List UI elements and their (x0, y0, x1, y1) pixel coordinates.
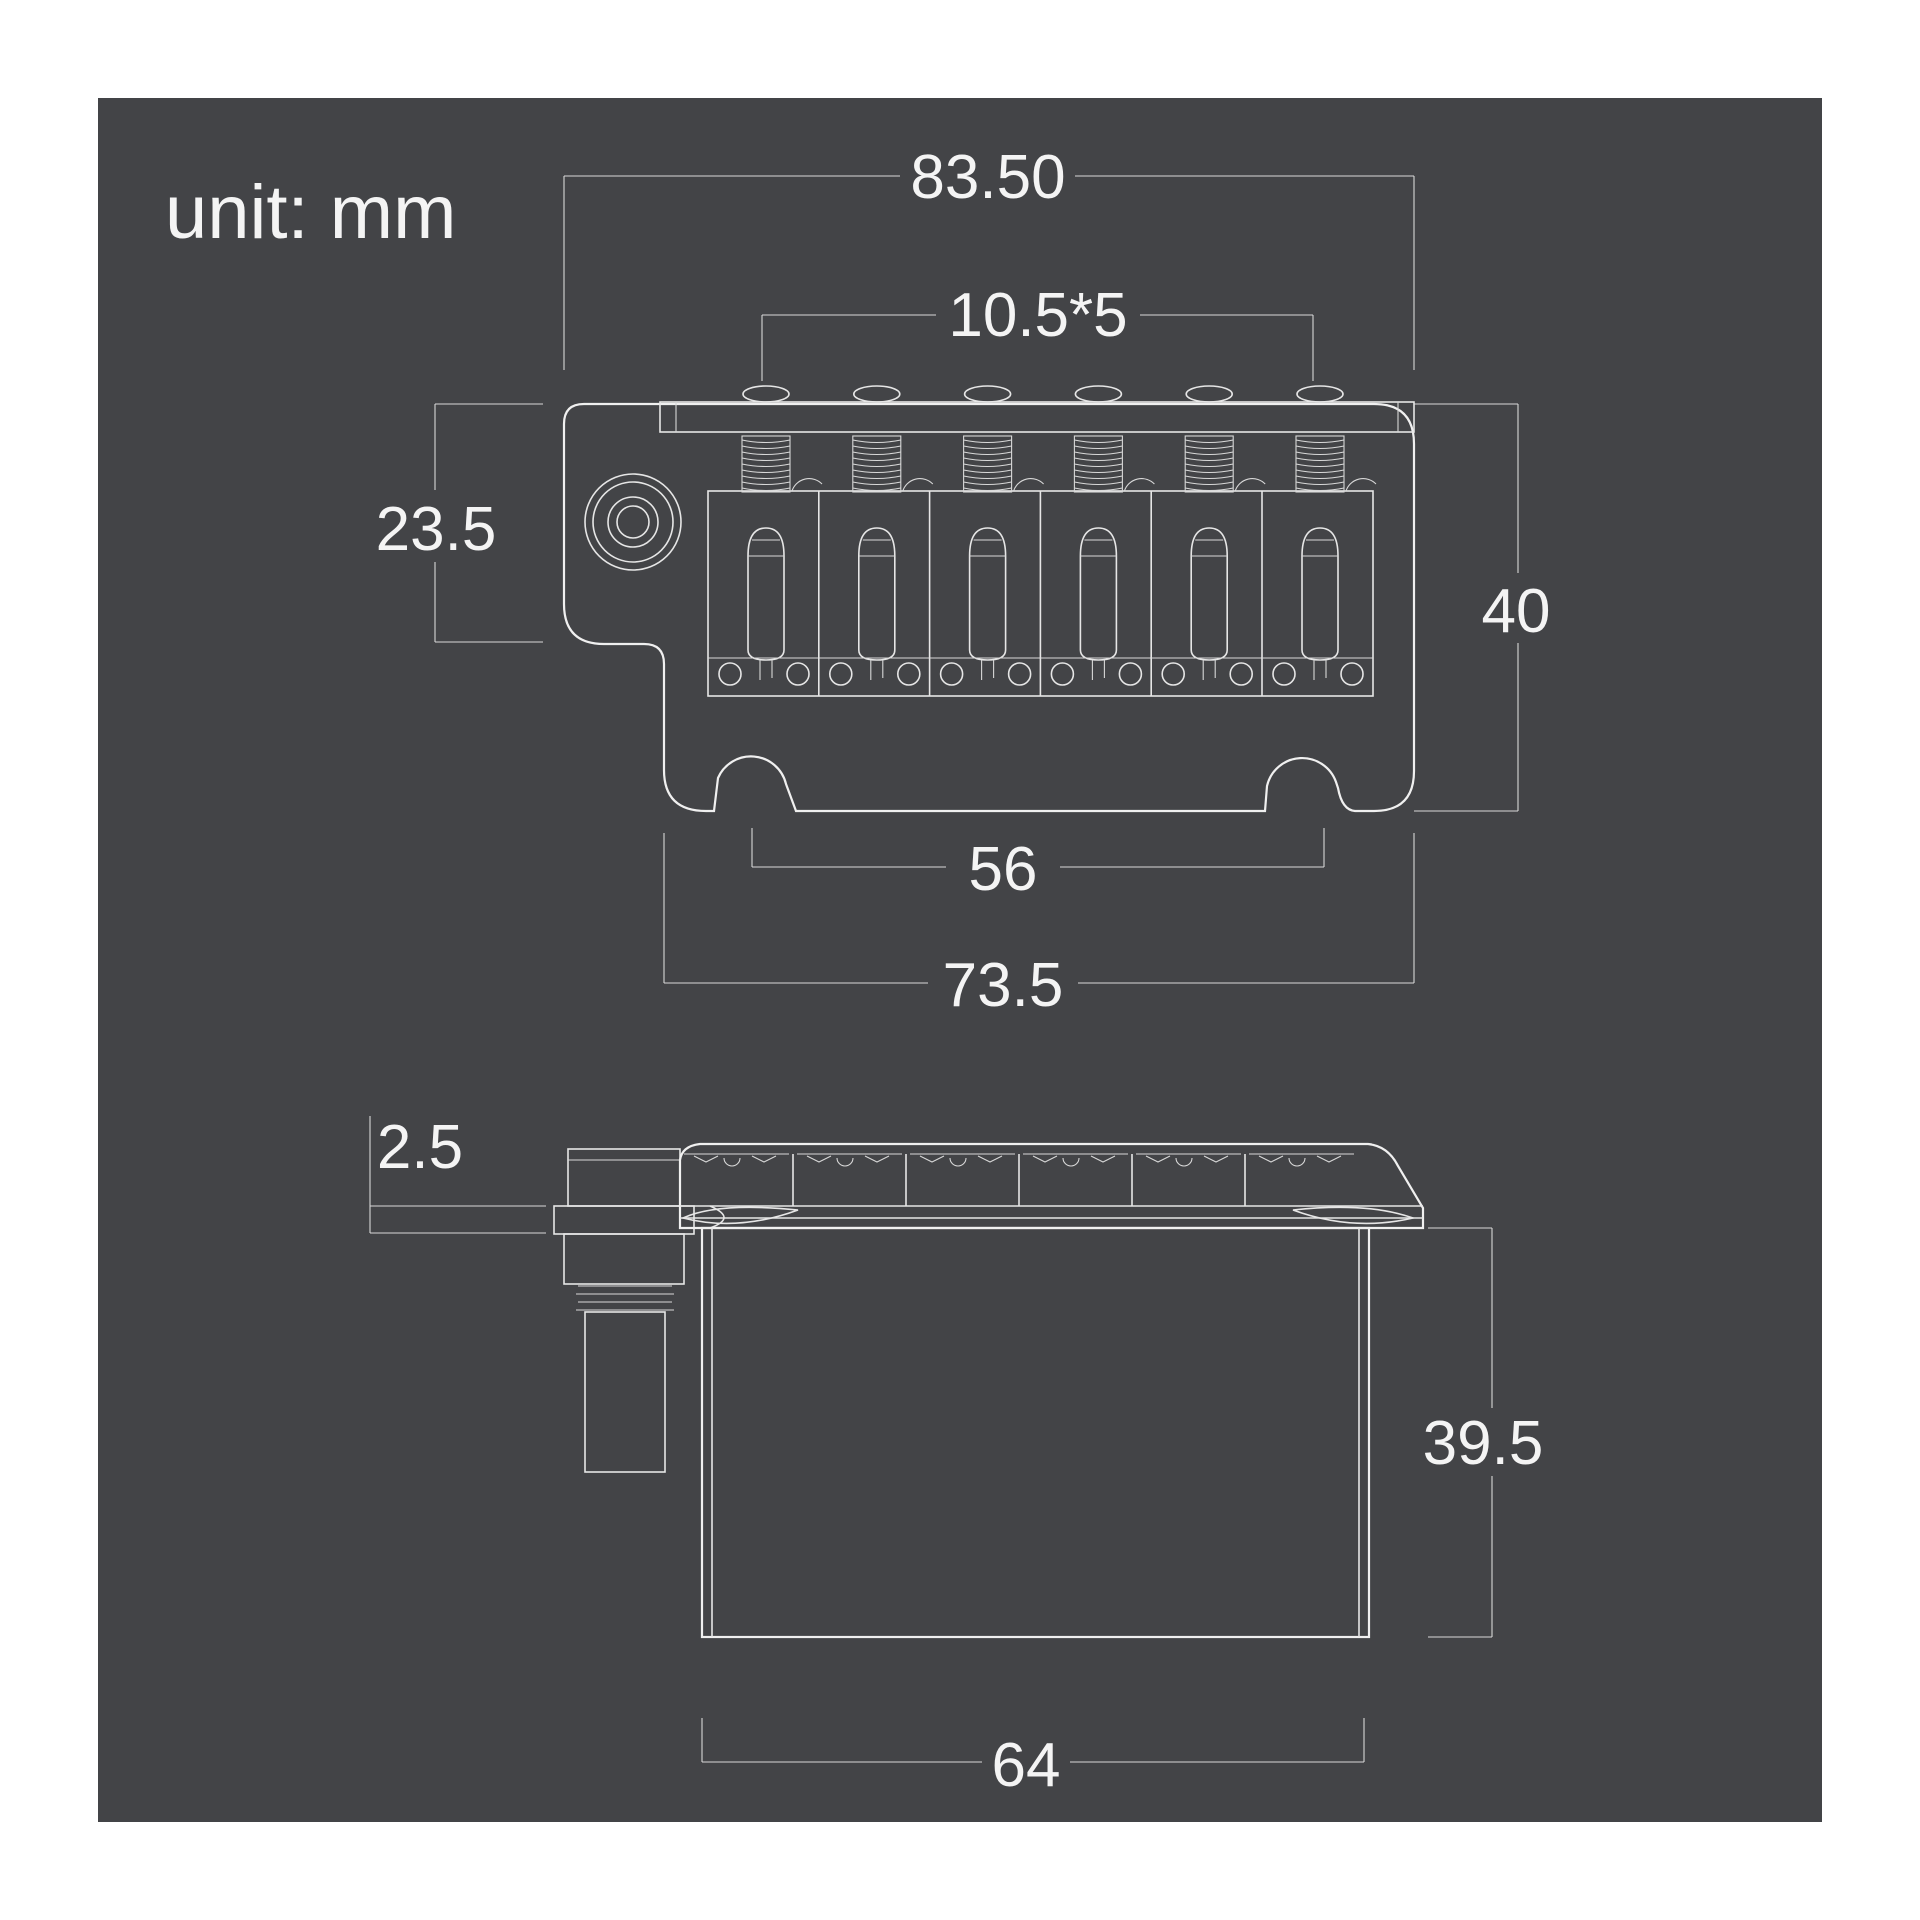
intonation-hole (1050, 662, 1075, 686)
intonation-hole (939, 662, 964, 686)
saddle-1 (708, 385, 823, 686)
string-hole (742, 385, 790, 403)
top-rail (659, 401, 1415, 433)
string-hole (1185, 385, 1233, 403)
plate-height-label: 23.5 (376, 495, 497, 564)
saddle-6 (1261, 385, 1377, 696)
side-saddle-1 (684, 1153, 789, 1167)
overall-width-label: 83.50 (910, 143, 1065, 212)
string-hole (852, 385, 901, 403)
spring (963, 435, 1013, 493)
side-saddle-group (684, 1153, 1354, 1206)
unit-label: unit: mm (165, 170, 456, 255)
intonation-hole (1007, 662, 1032, 686)
side-saddle-4 (1018, 1153, 1128, 1206)
string-hole (1074, 385, 1123, 403)
dim-block-width: 64 (701, 1718, 1365, 1800)
dim-total-height: 40 (1414, 403, 1551, 812)
side-screw (553, 1148, 695, 1473)
string-hole (1296, 385, 1344, 403)
mount-spacing-label: 56 (969, 835, 1038, 904)
spring (741, 435, 791, 493)
intonation-hole (718, 662, 742, 686)
plate-thickness-label: 2.5 (377, 1113, 463, 1182)
block-width-label: 64 (992, 1731, 1061, 1800)
height-screw (858, 527, 896, 680)
spring (1073, 435, 1123, 493)
spring (852, 435, 902, 493)
saddle-5 (1150, 385, 1266, 696)
intonation-hole (1161, 662, 1185, 686)
intonation-hole (1340, 662, 1364, 686)
saddle-3 (928, 385, 1044, 696)
side-saddle-5 (1131, 1153, 1241, 1206)
intonation-hole (1272, 662, 1296, 686)
side-plate (678, 1142, 1425, 1230)
side-lozenge-right (1292, 1206, 1416, 1225)
dim-saddle-spacing: 10.5*5 (761, 281, 1314, 381)
dim-plate-height: 23.5 (376, 403, 543, 643)
string-hole (963, 385, 1012, 403)
height-screw (1079, 527, 1118, 680)
spring (1295, 435, 1345, 493)
saddle-group (708, 385, 1377, 696)
saddle-4 (1039, 385, 1155, 696)
dim-block-height: 39.5 (1423, 1227, 1544, 1638)
intonation-hole (1229, 662, 1253, 686)
intonation-hole (786, 662, 810, 686)
dim-plate-thickness: 2.5 (369, 1113, 546, 1234)
side-lozenge-left (680, 1206, 799, 1225)
base-plate-outline (562, 402, 1416, 813)
side-view: 2.5 (369, 1113, 1544, 1800)
side-saddle-6 (1244, 1153, 1354, 1206)
top-view: 83.50 10.5*5 23.5 40 (376, 143, 1551, 813)
height-screw (1190, 527, 1228, 680)
dim-base-width: 73.5 (663, 833, 1415, 1020)
tremolo-block (700, 1226, 1371, 1639)
intonation-hole (1118, 662, 1143, 686)
total-height-label: 40 (1482, 577, 1551, 646)
side-saddle-3 (905, 1153, 1015, 1206)
dim-mount-spacing: 56 (751, 828, 1325, 904)
height-screw (1301, 527, 1339, 680)
spring (1184, 435, 1234, 493)
height-screw (968, 527, 1007, 680)
saddle-2 (817, 385, 934, 696)
height-screw (747, 527, 785, 680)
diagram-panel: unit: mm 83.50 10.5*5 23.5 (98, 98, 1822, 1822)
intonation-hole (896, 662, 921, 686)
base-width-label: 73.5 (943, 951, 1064, 1020)
intonation-hole (828, 662, 853, 686)
dim-overall-width: 83.50 (563, 143, 1415, 370)
bridge-drawing: unit: mm 83.50 10.5*5 23.5 (165, 143, 1551, 1800)
side-saddle-2 (792, 1153, 902, 1206)
screw-head (584, 473, 682, 571)
saddle-spacing-label: 10.5*5 (948, 281, 1127, 350)
block-height-label: 39.5 (1423, 1409, 1544, 1478)
